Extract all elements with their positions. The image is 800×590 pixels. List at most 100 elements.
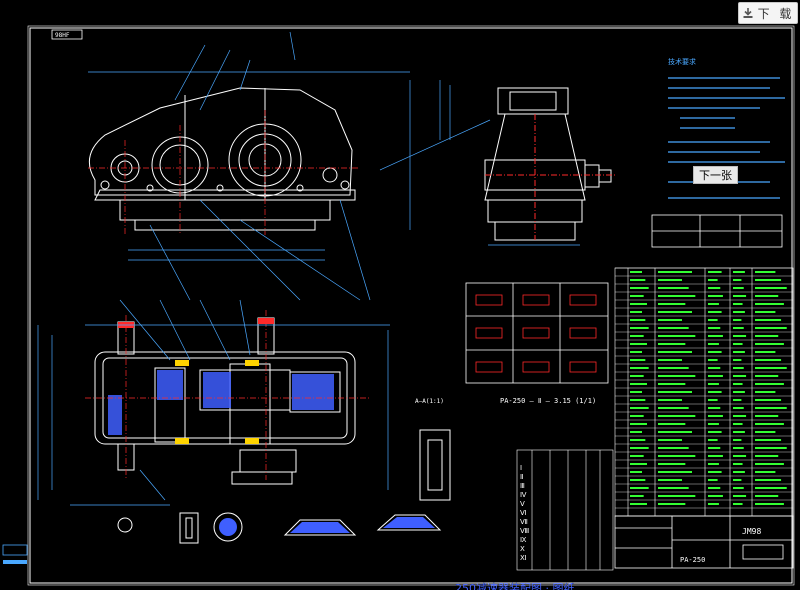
speed-table: [516, 449, 614, 571]
parts-cell-text: [733, 359, 742, 361]
gear-diagram-cell: [569, 327, 597, 339]
param-table: [651, 214, 783, 248]
parts-cell-text: [708, 295, 723, 297]
parts-cell-text: [755, 279, 782, 281]
parts-cell-text: [733, 431, 745, 433]
parts-cell-text: [755, 319, 782, 321]
parts-cell-text: [708, 351, 722, 353]
speed-table-row-label: Ⅹ: [520, 545, 525, 553]
gear-diagram-cell: [569, 294, 597, 306]
parts-cell-text: [630, 503, 647, 505]
parts-cell-text: [630, 455, 644, 457]
model-number: PA-250: [680, 556, 705, 564]
parts-cell-text: [630, 407, 649, 409]
parts-cell-text: [733, 455, 747, 457]
parts-cell-text: [708, 359, 718, 361]
speed-table-row-label: Ⅵ: [520, 509, 526, 517]
side-view: [484, 87, 615, 241]
parts-cell-text: [658, 503, 686, 505]
parts-cell-text: [733, 303, 743, 305]
parts-cell-text: [708, 439, 718, 441]
parts-cell-text: [755, 327, 787, 329]
parts-cell-text: [630, 375, 644, 377]
parts-cell-text: [658, 495, 696, 497]
svg-text:技术要求: 技术要求: [668, 57, 696, 66]
parts-cell-text: [708, 343, 719, 345]
parts-cell-text: [630, 327, 649, 329]
parts-cell-text: [733, 503, 743, 505]
parts-cell-text: [755, 271, 776, 273]
gear-diagram-cell: [569, 361, 597, 373]
gear-diagram-cell: [522, 327, 550, 339]
parts-cell-text: [630, 431, 642, 433]
parts-cell-text: [755, 479, 782, 481]
parts-cell-text: [755, 423, 784, 425]
parts-cell-text: [658, 455, 696, 457]
speed-table-row-label: Ⅸ: [520, 536, 527, 544]
parts-cell-text: [658, 319, 682, 321]
gear-diagram-cell: [522, 361, 550, 373]
parts-cell-text: [658, 295, 696, 297]
parts-cell-text: [630, 367, 649, 369]
parts-cell-text: [630, 335, 644, 337]
tech-notes: 技术要求: [668, 57, 785, 199]
parts-cell-text: [755, 399, 782, 401]
parts-cell-text: [755, 487, 787, 489]
parts-cell-text: [658, 447, 689, 449]
speed-table-row-label: Ⅺ: [520, 554, 527, 562]
front-view: [88, 87, 356, 231]
parts-cell-text: [630, 495, 644, 497]
parts-cell-text: [630, 279, 646, 281]
parts-cell-text: [708, 463, 719, 465]
parts-cell-text: [755, 359, 782, 361]
parts-cell-text: [630, 471, 642, 473]
parts-cell-text: [630, 415, 644, 417]
parts-cell-text: [630, 319, 646, 321]
download-label: 下 载: [757, 6, 795, 21]
parts-cell-text: [733, 287, 744, 289]
parts-cell-text: [658, 439, 682, 441]
parts-cell-text: [708, 303, 719, 305]
parts-cell-text: [658, 415, 696, 417]
parts-cell-text: [733, 327, 744, 329]
parts-cell-text: [733, 423, 743, 425]
parts-cell-text: [658, 359, 682, 361]
parts-cell-text: [630, 295, 644, 297]
parts-cell-text: [658, 399, 682, 401]
download-button[interactable]: 下 载: [738, 2, 798, 24]
parts-cell-text: [708, 471, 722, 473]
parts-cell-text: [708, 375, 723, 377]
next-page-button[interactable]: 下一张: [693, 166, 738, 184]
speed-table-row-label: Ⅴ: [520, 500, 525, 508]
top-left-tag: 98HF: [55, 32, 70, 39]
parts-cell-text: [755, 351, 776, 353]
page-caption: 250减速器装配图 · 图纸: [455, 582, 575, 590]
parts-cell-text: [708, 407, 721, 409]
parts-cell-text: [733, 367, 744, 369]
parts-cell-text: [708, 319, 718, 321]
parts-cell-text: [755, 343, 784, 345]
speed-table-row-label: Ⅷ: [520, 527, 529, 535]
parts-cell-text: [708, 455, 723, 457]
parts-cell-text: [630, 383, 647, 385]
parts-cell-text: [733, 415, 747, 417]
parts-cell-text: [708, 415, 723, 417]
parts-cell-text: [755, 503, 784, 505]
parts-cell-text: [630, 359, 646, 361]
speed-table-row-label: Ⅲ: [520, 482, 525, 490]
gear-diagram-cell: [475, 361, 503, 373]
parts-cell-text: [755, 335, 779, 337]
parts-cell-text: [733, 343, 743, 345]
parts-cell-text: [658, 351, 692, 353]
parts-cell-text: [755, 463, 784, 465]
parts-cell-text: [630, 439, 646, 441]
parts-cell-text: [733, 391, 745, 393]
parts-cell-text: [733, 295, 747, 297]
parts-cell-text: [630, 391, 642, 393]
parts-cell-text: [733, 463, 743, 465]
parts-cell-text: [658, 271, 692, 273]
parts-cell-text: [755, 455, 779, 457]
parts-cell-text: [755, 375, 779, 377]
parts-cell-text: [733, 447, 744, 449]
